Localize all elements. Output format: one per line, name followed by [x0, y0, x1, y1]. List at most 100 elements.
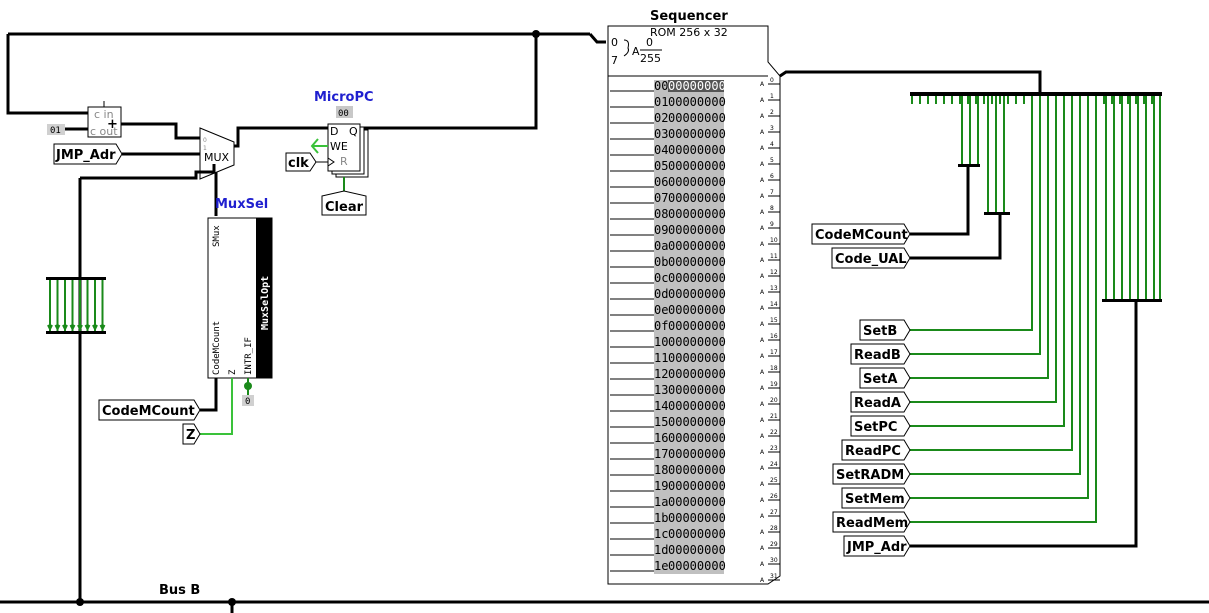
rom-address: 02	[654, 111, 668, 125]
rom-value[interactable]: 00000000	[668, 271, 726, 285]
rom-value[interactable]: 00000000	[668, 207, 726, 221]
adder-const-box	[47, 124, 65, 135]
rom-pin-letter: A	[760, 337, 765, 344]
rom-value[interactable]: 00000000	[668, 559, 726, 573]
rom-value[interactable]: 00000000	[668, 543, 726, 557]
rom-value[interactable]: 00000000	[668, 383, 726, 397]
rom-value[interactable]: 00000000	[668, 223, 726, 237]
muxsel-subcircuit[interactable]: MuxSelOpt SMux CodeMCount Z INTR_IF	[207, 217, 273, 379]
clk-tunnel[interactable]: clk	[285, 152, 317, 172]
rom-value[interactable]: 00000000	[668, 463, 726, 477]
rom-pin-letter: A	[760, 417, 765, 424]
mux-component[interactable]: MUX 0 1	[199, 127, 235, 180]
code-ual-tunnel[interactable]: Code_UAL	[831, 247, 911, 269]
signal-tunnel-readpc[interactable]: ReadPC	[841, 439, 911, 461]
rom-address: 08	[654, 207, 668, 221]
rom-address: 1b	[654, 511, 668, 525]
rom-value[interactable]: 00000000	[668, 431, 726, 445]
signal-tunnel-readmem[interactable]: ReadMem	[832, 511, 911, 533]
rom-pin-number: 25	[770, 477, 778, 484]
right-splitter[interactable]	[910, 92, 1162, 104]
rom-value[interactable]: 00000000	[668, 399, 726, 413]
mux-in1-label: 1	[203, 145, 207, 152]
feedback-wire[interactable]	[6, 32, 606, 130]
codemcount-left-tunnel[interactable]: CodeMCount	[98, 399, 201, 421]
rom-pin-number: 11	[770, 253, 778, 260]
rom-address: 07	[654, 191, 668, 205]
rom-value[interactable]: 00000000	[668, 447, 726, 461]
rom-address: 01	[654, 95, 668, 109]
addr-top: 0	[646, 36, 653, 49]
micropc-d-pin: D	[330, 125, 338, 138]
jmp-adr-output-tunnel[interactable]: JMP_Adr	[843, 535, 911, 557]
signal-tunnel-setradm[interactable]: SetRADM	[832, 463, 911, 485]
signal-tunnel-setb[interactable]: SetB	[859, 319, 911, 341]
rom-pin-letter: A	[760, 561, 765, 568]
signal-tunnel-seta[interactable]: SetA	[859, 367, 911, 389]
rom-value[interactable]: 00000000	[668, 191, 726, 205]
micropc-register[interactable]: D Q WE R	[327, 123, 369, 178]
rom-value[interactable]: 00000000	[668, 319, 726, 333]
rom-address: 12	[654, 367, 668, 381]
signal-tunnel-readb[interactable]: ReadB	[850, 343, 911, 365]
left-splitter[interactable]	[46, 277, 106, 334]
rom-pin-letter: A	[760, 321, 765, 328]
rom-value[interactable]: 00000000	[668, 143, 726, 157]
rom-value[interactable]: 00000000	[668, 111, 726, 125]
rom-value[interactable]: 00000000	[668, 79, 726, 93]
rom-pin-letter: A	[760, 465, 765, 472]
rom-value[interactable]: 00000000	[668, 415, 726, 429]
rom-value[interactable]: 00000000	[668, 367, 726, 381]
rom-value[interactable]: 00000000	[668, 127, 726, 141]
rom-value[interactable]: 00000000	[668, 351, 726, 365]
rom-pin-number: 15	[770, 317, 778, 324]
rom-value[interactable]: 00000000	[668, 287, 726, 301]
rom-value[interactable]: 00000000	[668, 303, 726, 317]
rom-value[interactable]: 00000000	[668, 175, 726, 189]
mux-in0-label: 0	[203, 137, 207, 144]
rom-value[interactable]: 00000000	[668, 159, 726, 173]
signal-label: ReadPC	[845, 444, 901, 459]
rom-value[interactable]: 00000000	[668, 495, 726, 509]
rom-value[interactable]: 00000000	[668, 335, 726, 349]
rom-value[interactable]: 00000000	[668, 95, 726, 109]
rom-pin-letter: A	[760, 577, 765, 584]
clear-tunnel[interactable]: Clear	[321, 190, 367, 216]
addr-bottom: 255	[640, 52, 661, 65]
rom-value[interactable]: 00000000	[668, 511, 726, 525]
signal-label: SetB	[863, 324, 897, 339]
jmp-adr-input-tunnel[interactable]: JMP_Adr	[53, 143, 123, 165]
signal-tunnel-setmem[interactable]: SetMem	[841, 487, 911, 509]
rom-value[interactable]: 00000000	[668, 527, 726, 541]
rom-pin-number: 5	[770, 157, 774, 164]
signal-label: SetMem	[845, 492, 905, 507]
rom-address: 1a	[654, 495, 668, 509]
rom-value[interactable]: 00000000	[668, 239, 726, 253]
rom-value[interactable]: 00000000	[668, 479, 726, 493]
z-tunnel[interactable]: Z	[182, 423, 201, 445]
rom-pin-number: 23	[770, 445, 778, 452]
signal-tunnel-setpc[interactable]: SetPC	[850, 415, 911, 437]
sub-splitter-jmpadr[interactable]	[1102, 299, 1162, 302]
rom-address: 06	[654, 175, 668, 189]
rom-address: 18	[654, 463, 668, 477]
codemcount-right-tunnel[interactable]: CodeMCount	[811, 223, 911, 245]
rom-pin-number: 28	[770, 525, 778, 532]
rom-address: 1c	[654, 527, 668, 541]
rom-address: 10	[654, 335, 668, 349]
rom-pin-letter: A	[760, 113, 765, 120]
muxsel-smux-pin: SMux	[212, 225, 222, 247]
signal-tunnel-reada[interactable]: ReadA	[850, 391, 911, 413]
adder-component[interactable]: c in c out +	[87, 106, 122, 138]
rom-value[interactable]: 00000000	[668, 255, 726, 269]
rom-pin-letter: A	[760, 289, 765, 296]
rom-pin-number: 7	[770, 189, 774, 196]
rom-pin-number: 16	[770, 333, 778, 340]
rom-address: 1e	[654, 559, 668, 573]
rom-pin-number: 30	[770, 557, 778, 564]
sub-splitter-codeual[interactable]	[984, 212, 1010, 215]
rom-address: 0f	[654, 319, 668, 333]
